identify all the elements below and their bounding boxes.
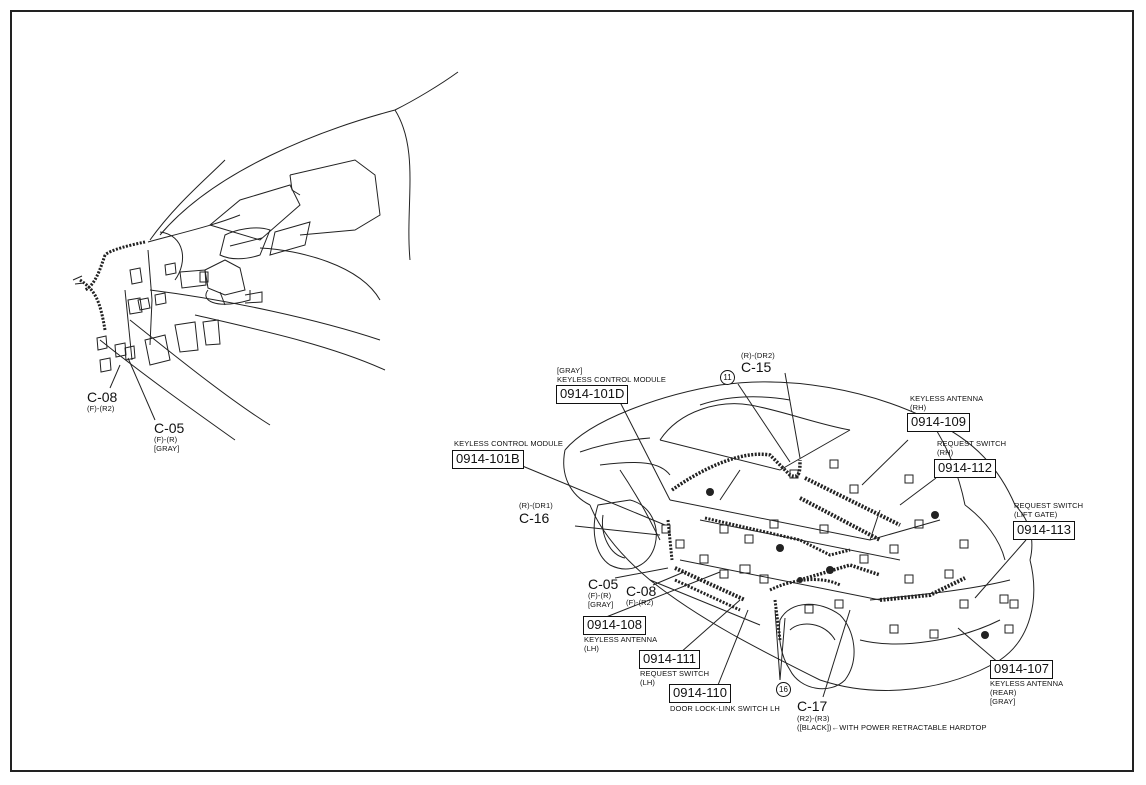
ref-box-0914-110: 0914-110 xyxy=(669,684,731,703)
ka-rear-side: (REAR) xyxy=(990,688,1017,697)
kcm-name: KEYLESS CONTROL MODULE xyxy=(454,439,564,448)
c15-connector-position: (R)-(DR2) xyxy=(741,351,775,360)
rs-lift-side: (LIFT GATE) xyxy=(1014,510,1058,519)
c08-connector-position: (F)-(R2) xyxy=(87,404,115,413)
c08-r-connector-code: C-08 xyxy=(626,583,657,599)
ref-box-0914-101b: 0914-101B xyxy=(452,450,524,469)
marker-11: 11 xyxy=(720,370,735,385)
c05-r-connector-code: C-05 xyxy=(588,576,619,592)
ka-lh-side: (LH) xyxy=(584,644,599,653)
c16-connector-code: C-16 xyxy=(519,510,550,526)
c05-connector-color: [GRAY] xyxy=(154,444,180,453)
ref-box-0914-109: 0914-109 xyxy=(907,413,970,432)
ka-rear-name: KEYLESS ANTENNA xyxy=(990,679,1064,688)
rs-rh-side: (RH) xyxy=(937,448,954,457)
ka-rh-side: (RH) xyxy=(910,403,927,412)
dl-lh-name: DOOR LOCK-LINK SWITCH LH xyxy=(670,704,780,713)
c08-r-connector-position: (F)-(R2) xyxy=(626,598,654,607)
rs-lh-name: REQUEST SWITCH xyxy=(640,669,710,678)
ref-box-0914-111: 0914-111 xyxy=(639,650,701,669)
c05-r-connector-position: (F)-(R) xyxy=(588,591,612,600)
ref-box-0914-113: 0914-113 xyxy=(1013,521,1075,540)
dashboard-outline xyxy=(72,71,459,441)
c05-connector-code: C-05 xyxy=(154,420,185,436)
rs-rh-name: REQUEST SWITCH xyxy=(937,439,1007,448)
ref-box-0914-107: 0914-107 xyxy=(990,660,1053,679)
c16-connector-position: (R)-(DR1) xyxy=(519,501,553,510)
ka-rh-name: KEYLESS ANTENNA xyxy=(910,394,984,403)
c17-hardtop-note: ([BLACK])←WITH POWER RETRACTABLE HARDTOP xyxy=(797,723,987,732)
rs-lh-side: (LH) xyxy=(640,678,655,687)
diagram-frame xyxy=(10,10,1134,772)
ka-rear-color: [GRAY] xyxy=(990,697,1016,706)
c15-connector-code: C-15 xyxy=(741,359,772,375)
c05-r-connector-color: [GRAY] xyxy=(588,600,614,609)
ref-box-0914-112: 0914-112 xyxy=(934,459,996,478)
marker-16: 16 xyxy=(776,682,791,697)
ref-box-0914-101d: 0914-101D xyxy=(556,385,629,404)
c05-connector-position: (F)-(R) xyxy=(154,435,178,444)
kcm-gray-color: [GRAY] xyxy=(557,366,583,375)
kcm-gray-name: KEYLESS CONTROL MODULE xyxy=(557,375,667,384)
ka-lh-name: KEYLESS ANTENNA xyxy=(584,635,658,644)
rs-lift-name: REQUEST SWITCH xyxy=(1014,501,1084,510)
c17-connector-code: C-17 xyxy=(797,698,828,714)
c17-connector-position: (R2)-(R3) xyxy=(797,714,830,723)
c08-connector-code: C-08 xyxy=(87,389,118,405)
ref-box-0914-108: 0914-108 xyxy=(583,616,646,635)
